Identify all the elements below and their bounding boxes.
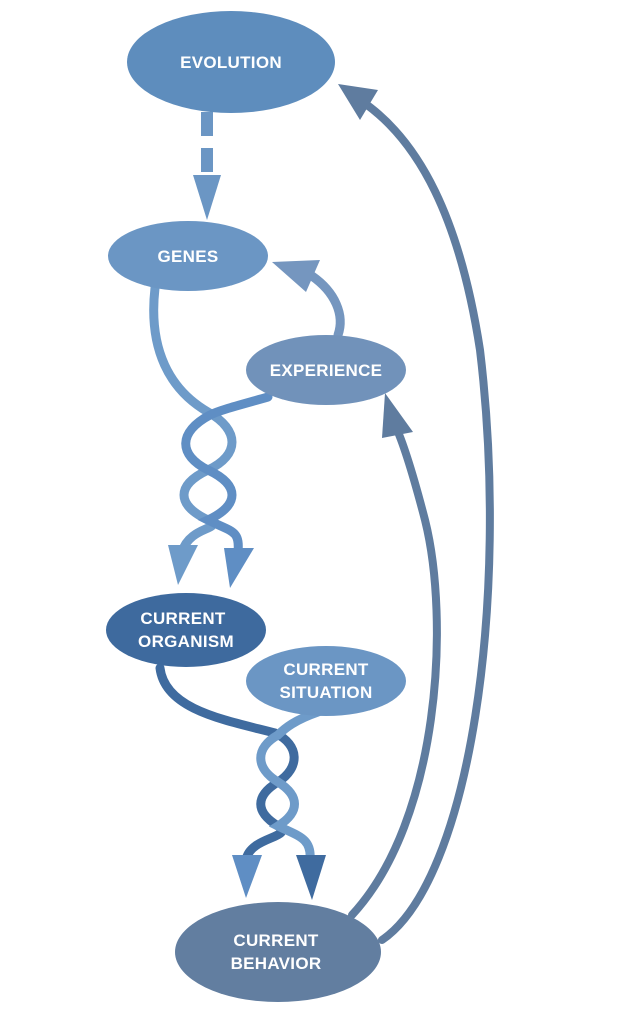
arrowhead-organism-right <box>224 548 254 588</box>
node-situation-label-line2: SITUATION <box>279 683 372 702</box>
node-genes: GENES <box>108 221 268 291</box>
arrowhead-behavior-right <box>296 855 326 900</box>
node-situation: CURRENT SITUATION <box>246 646 406 716</box>
node-behavior-label-line2: BEHAVIOR <box>231 954 322 973</box>
node-genes-label: GENES <box>157 247 218 266</box>
node-organism: CURRENT ORGANISM <box>106 593 266 667</box>
edge-evolution-to-genes <box>193 112 221 220</box>
node-behavior-label-line1: CURRENT <box>233 931 319 950</box>
node-evolution: EVOLUTION <box>127 11 335 113</box>
node-situation-label-line1: CURRENT <box>283 660 369 679</box>
node-experience-label: EXPERIENCE <box>270 361 383 380</box>
arrowhead-genes-feedback <box>272 260 320 292</box>
arrowhead-genes-dashed <box>193 175 221 220</box>
node-behavior: CURRENT BEHAVIOR <box>175 902 381 1002</box>
arrowhead-evolution <box>338 84 378 120</box>
arrowhead-behavior-left <box>232 855 262 898</box>
edge-behavior-to-experience <box>348 393 441 919</box>
node-organism-label-line2: ORGANISM <box>138 632 234 651</box>
braid-organism-situation <box>155 663 326 900</box>
arrowhead-experience <box>382 393 413 438</box>
edge-experience-to-genes <box>272 260 345 340</box>
node-organism-label-line1: CURRENT <box>140 609 226 628</box>
edge-behavior-to-evolution <box>338 84 494 944</box>
arrowhead-organism-left <box>168 545 198 585</box>
node-evolution-label: EVOLUTION <box>180 53 282 72</box>
braid-genes-experience <box>149 283 273 588</box>
node-experience: EXPERIENCE <box>246 335 406 405</box>
